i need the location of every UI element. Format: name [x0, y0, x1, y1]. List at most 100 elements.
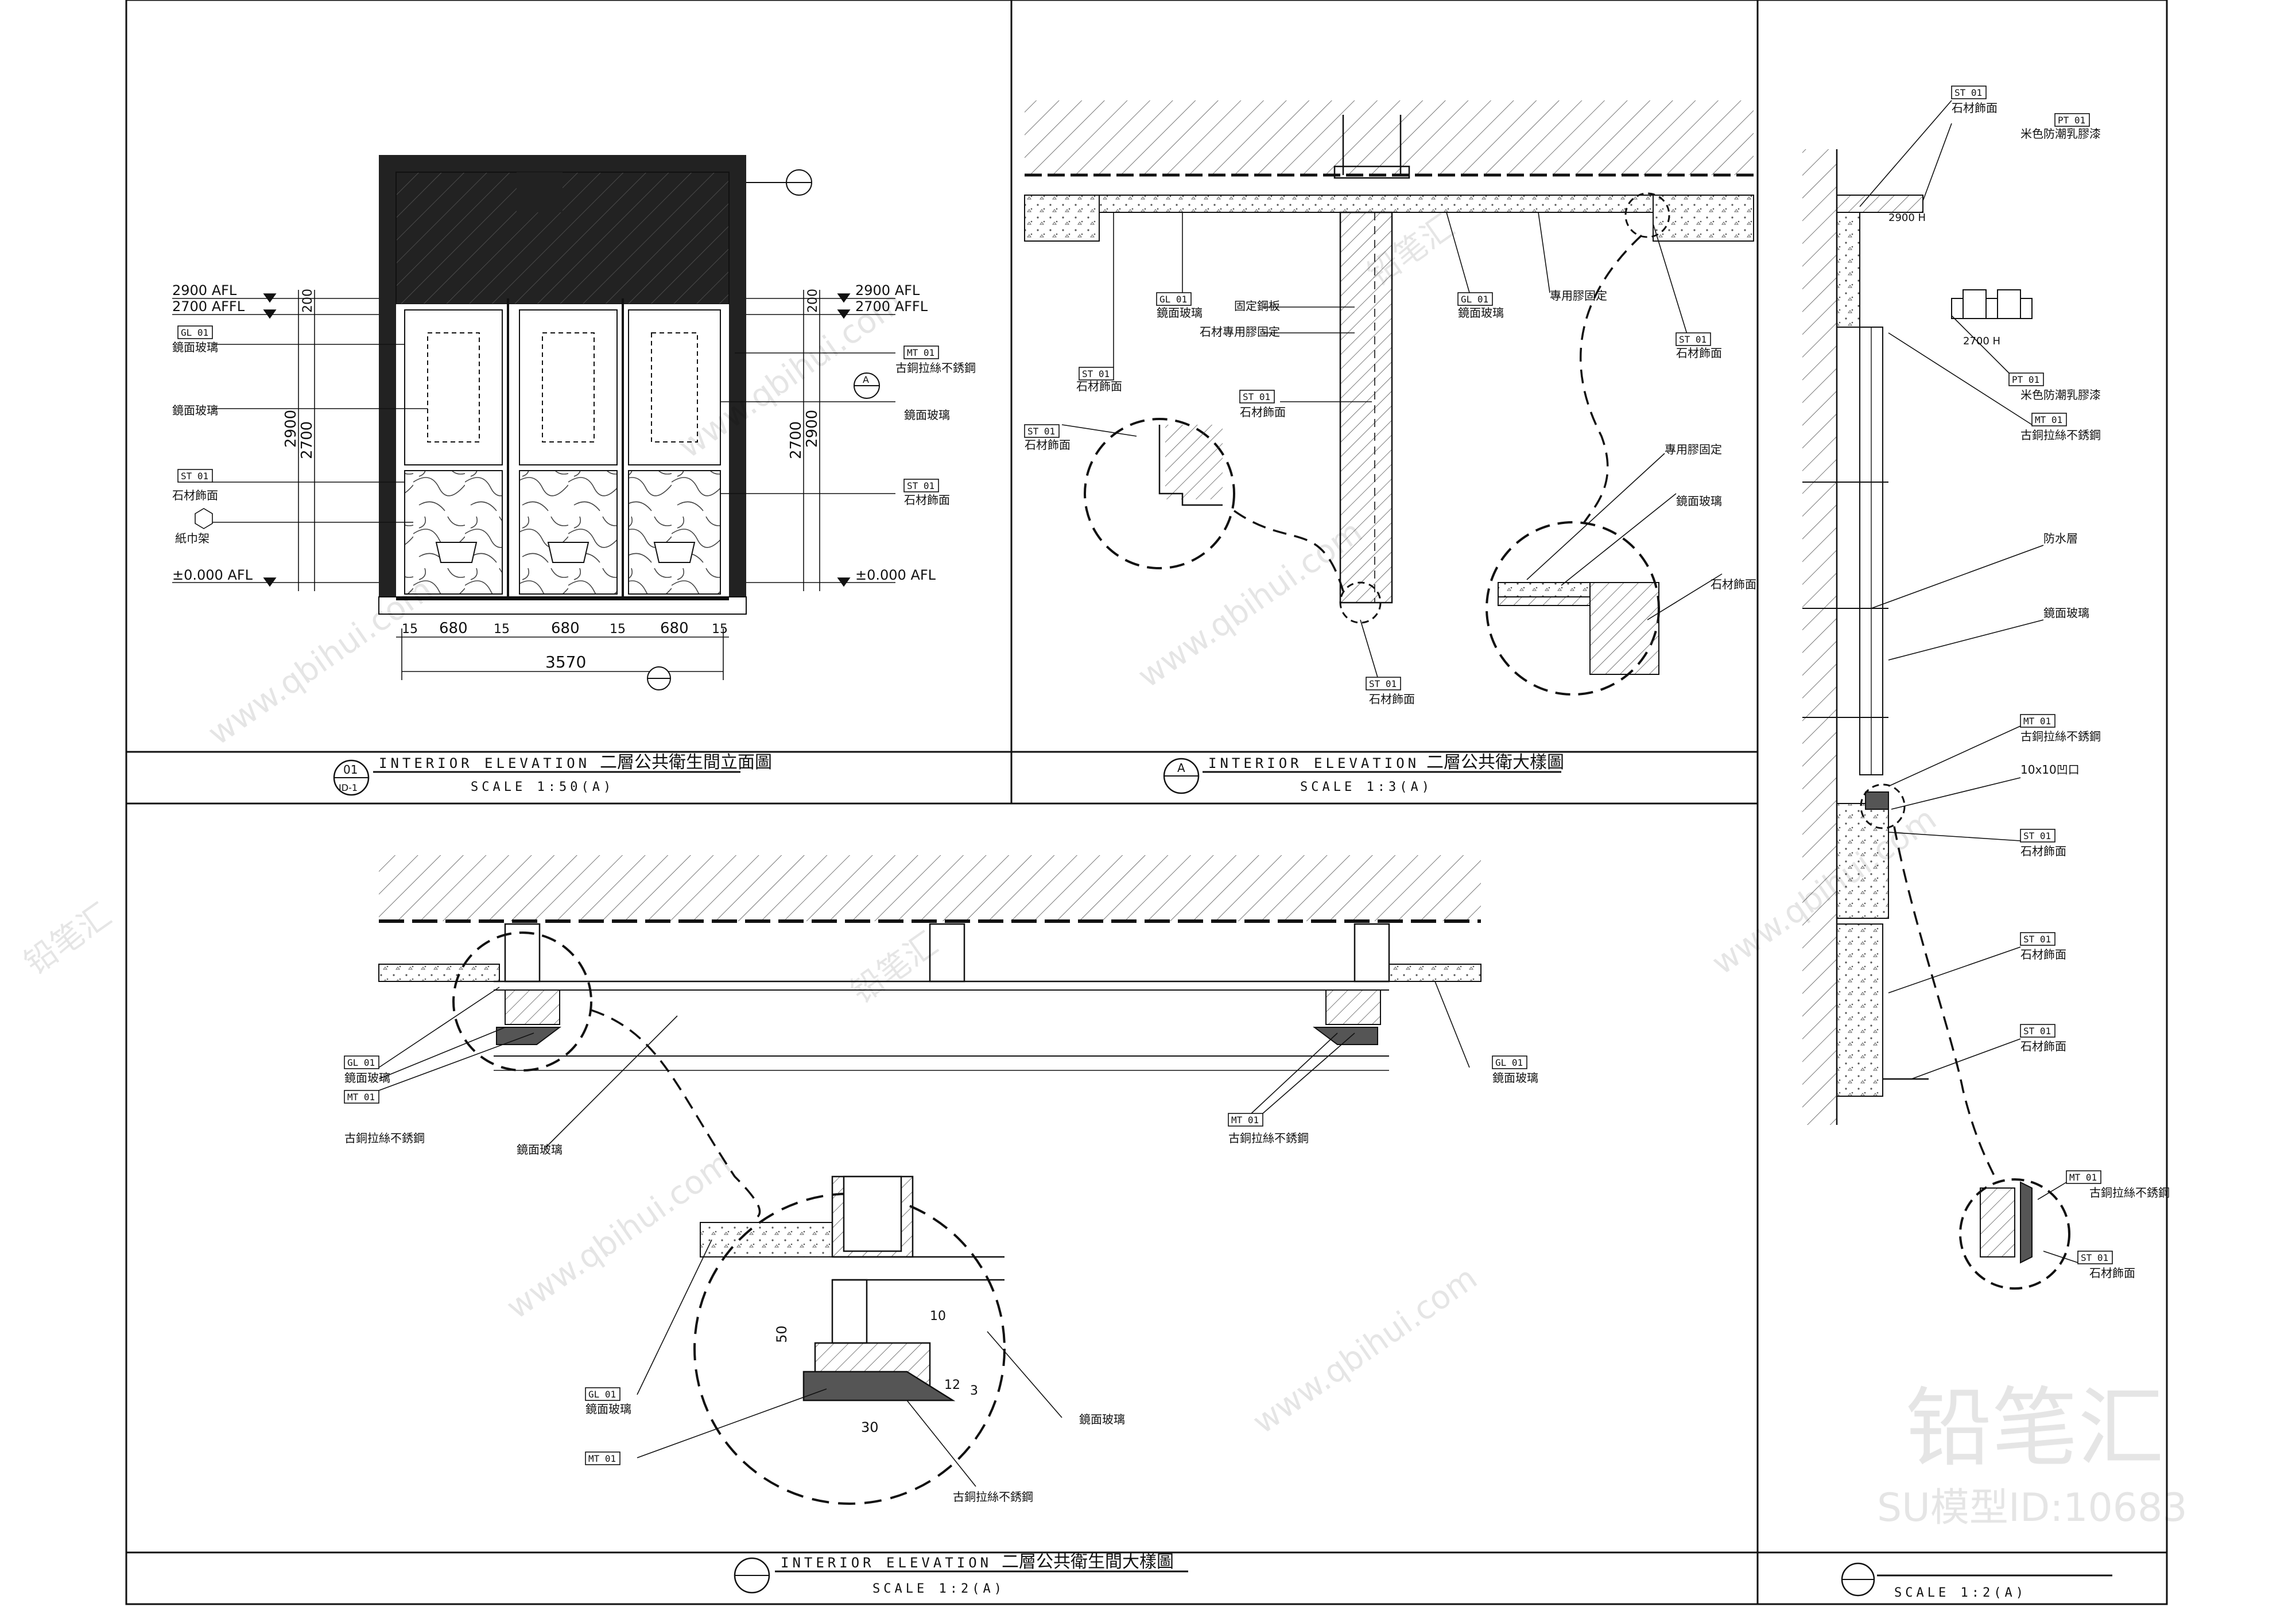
- label-mirror-right: 鏡面玻璃: [904, 408, 950, 422]
- tag-st01-p2-c: ST 01: [1027, 426, 1055, 437]
- panel-2-scale: SCALE 1:3(A): [1300, 780, 1433, 794]
- tag-st01-p1-b: ST 01: [907, 480, 934, 491]
- dim-12: 12: [944, 1378, 960, 1392]
- label-ss-right: 古銅拉絲不銹鋼: [895, 361, 976, 375]
- label-stone-top-p4: 石材飾面: [1952, 101, 1998, 115]
- dim-2900-right: 2900: [804, 410, 821, 448]
- dim-10: 10: [930, 1309, 946, 1323]
- tag-st01-p2-a: ST 01: [1082, 368, 1110, 379]
- label-stone-2-p4: 石材飾面: [2020, 948, 2066, 961]
- callout-a-marker: A: [863, 374, 869, 385]
- panel-1-scale: SCALE 1:50(A): [471, 780, 614, 794]
- level-2700h-p4: 2700 H: [1963, 335, 2000, 347]
- label-paint-2: 米色防潮乳膠漆: [2020, 388, 2101, 402]
- dim-680-b: 680: [551, 620, 580, 637]
- panel-1-title: 01 ID-1 INTERIOR ELEVATION 二層公共衛生間立面圖 SC…: [333, 752, 772, 796]
- panel-1-title-cn: 二層公共衛生間立面圖: [600, 752, 772, 773]
- tag-mt01-p3-c: MT 01: [588, 1453, 616, 1464]
- label-stone-bottom-p2: 石材飾面: [1369, 692, 1415, 706]
- watermark-logo-cn: 铅笔汇: [1906, 1379, 2164, 1478]
- level-2700-right: 2700 AFFL: [855, 298, 928, 315]
- label-mirror-p4: 鏡面玻璃: [2043, 606, 2089, 620]
- tag-st01-p4-a: ST 01: [1954, 87, 1982, 98]
- label-fixed-steel: 固定鋼板: [1234, 299, 1280, 313]
- tag-mt01-p3-a: MT 01: [347, 1092, 375, 1103]
- label-glue-p2: 專用膠固定: [1665, 442, 1722, 456]
- level-2900-right: 2900 AFL: [855, 282, 920, 298]
- tag-pt01-p4-a: PT 01: [2058, 115, 2085, 126]
- label-waterproof: 防水層: [2043, 531, 2078, 545]
- dim-15-a: 15: [402, 622, 418, 636]
- label-stone-c-p2: 石材飾面: [1711, 577, 1756, 591]
- sheet-frame: [125, 0, 2168, 1605]
- tag-gl01-p2-a: GL 01: [1159, 294, 1187, 305]
- panel-3-title-cn: 二層公共衛生間大樣圖: [1002, 1552, 1174, 1572]
- tag-st01-p2-d: ST 01: [1679, 334, 1707, 345]
- tag-boxes-p1: [177, 325, 939, 492]
- watermark-url-5: www.qbihui.com: [1246, 1259, 1484, 1441]
- label-ss-2-p4: 古銅拉絲不銹鋼: [2020, 729, 2101, 743]
- tag-gl01-p3-c: GL 01: [588, 1389, 616, 1400]
- tag-st01-p4-b: ST 01: [2023, 830, 2051, 841]
- tag-mt01-p4-b: MT 01: [2023, 716, 2051, 727]
- label-mirror-c-p2: 鏡面玻璃: [1676, 494, 1722, 508]
- dim-680-a: 680: [439, 620, 468, 637]
- label-mirror-body: 鏡面玻璃: [172, 403, 218, 417]
- tag-mt01-p3-b: MT 01: [1231, 1115, 1259, 1125]
- label-stone-mid-p2: 石材飾面: [1240, 405, 1286, 419]
- basins: [435, 542, 696, 563]
- dim-50: 50: [774, 1325, 790, 1343]
- label-stone-glue: 石材專用膠固定: [1200, 325, 1280, 339]
- tag-st01-p4-c: ST 01: [2023, 934, 2051, 945]
- level-2900h-p4: 2900 H: [1888, 212, 1926, 224]
- dim-30: 30: [861, 1419, 879, 1435]
- label-mirror-detail-p3: 鏡面玻璃: [585, 1402, 631, 1416]
- tag-st01-p4-e: ST 01: [2081, 1252, 2108, 1263]
- label-stone-right: 石材飾面: [904, 493, 950, 507]
- dim-total-3570: 3570: [545, 653, 586, 671]
- label-stone-r2-p2: 石材飾面: [1676, 346, 1722, 360]
- tag-gl01-p1-a: GL 01: [181, 327, 208, 338]
- panel-3-scale: SCALE 1:2(A): [872, 1582, 1005, 1596]
- watermark-cn-1: 铅笔汇: [18, 896, 118, 983]
- label-stone-1-p4: 石材飾面: [2020, 844, 2066, 858]
- panel-detail-section: GL 01 MT 01 GL 01 MT 01 GL 01 MT 01 鏡面玻璃…: [344, 855, 1538, 1505]
- panel-vertical-section: ST 01 PT 01 PT 01 MT 01 MT 01 ST 01 ST 0…: [1802, 86, 2170, 1290]
- panel-4-scale: SCALE 1:2(A): [1894, 1586, 2027, 1600]
- tag-gl01-p2-b: GL 01: [1461, 294, 1488, 305]
- label-ss-detail-p3: 古銅拉絲不銹鋼: [953, 1490, 1033, 1504]
- level-2900-left: 2900 AFL: [172, 282, 237, 298]
- tag-gl01-p3-a: GL 01: [347, 1057, 375, 1068]
- label-groove: 10x10凹口: [2020, 763, 2080, 777]
- dim-2700-right: 2700: [788, 421, 805, 459]
- panel-detail-a: GL 01 ST 01 ST 01 ST 01 GL 01 ST 01 ST 0…: [1024, 100, 1756, 706]
- panel-4-title: SCALE 1:2(A): [1841, 1562, 2112, 1600]
- dim-3: 3: [970, 1384, 978, 1398]
- panel-1-number: 01: [343, 763, 358, 777]
- tag-pt01-p4-b: PT 01: [2012, 374, 2039, 385]
- dim-200-left: 200: [301, 289, 315, 313]
- label-stone-left-p2: 石材飾面: [1076, 379, 1122, 393]
- tag-st01-p2-e: ST 01: [1369, 678, 1397, 689]
- label-stone-4-p4: 石材飾面: [2089, 1266, 2135, 1280]
- tag-st01-p2-b: ST 01: [1243, 391, 1270, 402]
- panel-3-title-en: INTERIOR ELEVATION: [781, 1555, 992, 1571]
- tag-mt01-p1: MT 01: [907, 347, 934, 358]
- level-2700-left: 2700 AFFL: [172, 298, 245, 315]
- level-floor-left: ±0.000 AFL: [172, 567, 253, 583]
- panel-2-title-cn: 二層公共衛大樣圖: [1426, 752, 1564, 773]
- label-mirror-center-p3: 鏡面玻璃: [517, 1143, 563, 1156]
- tag-mt01-p4-c: MT 01: [2069, 1172, 2097, 1183]
- watermark-model-id: SU模型ID:10683: [1877, 1485, 2188, 1531]
- label-ss-3-p4: 古銅拉絲不銹鋼: [2089, 1186, 2170, 1200]
- dim-2900-left: 2900: [282, 410, 300, 448]
- label-ss-1-p4: 古銅拉絲不銹鋼: [2020, 428, 2101, 442]
- label-mirror-right-p2: 鏡面玻璃: [1458, 306, 1504, 320]
- panel-2-title: A INTERIOR ELEVATION 二層公共衛大樣圖 SCALE 1:3(…: [1163, 752, 1564, 794]
- panel-elevation: 2900 AFL 2700 AFFL ±0.000 AFL 2900 AFL 2…: [172, 155, 976, 690]
- tag-gl01-p3-b: GL 01: [1495, 1057, 1523, 1068]
- dim-200-right: 200: [806, 289, 820, 313]
- panel-1-sheet-ref: ID-1: [339, 782, 358, 793]
- panel-3-title: INTERIOR ELEVATION 二層公共衛生間大樣圖 SCALE 1:2(…: [734, 1552, 1188, 1596]
- label-mirror-detail2-p3: 鏡面玻璃: [1079, 1412, 1125, 1426]
